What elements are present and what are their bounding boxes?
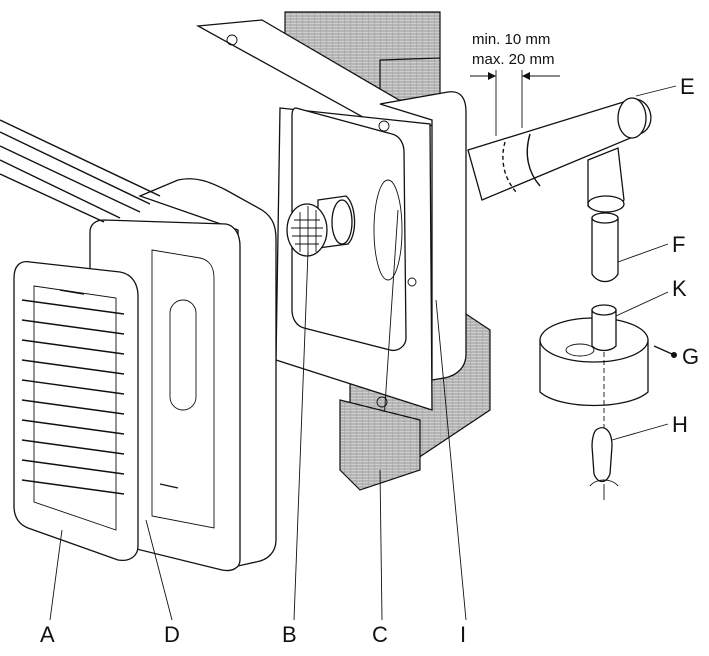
grille-A [13, 260, 139, 562]
label-I: I [460, 622, 466, 647]
label-E: E [680, 74, 695, 99]
screw-G [653, 345, 677, 358]
exhaust-pipe-E [467, 97, 652, 213]
screw-hole-icon [376, 396, 388, 408]
dimension-marker [470, 70, 560, 136]
dimension-max-text: max. 20 mm [472, 51, 555, 68]
leader-lines [49, 85, 677, 621]
screw-hole-icon [226, 34, 238, 46]
label-K: K [672, 276, 687, 301]
element-H [589, 427, 619, 500]
grille-slats [21, 299, 125, 495]
label-D: D [164, 622, 180, 647]
label-H: H [672, 412, 688, 437]
label-G: G [682, 344, 699, 369]
wall-beam-bottom [339, 399, 421, 491]
label-F: F [672, 232, 685, 257]
screw-hole-icon [407, 277, 417, 287]
cup-K [539, 304, 649, 440]
screw-hole-icon [378, 120, 390, 132]
dimension-min-text: min. 10 mm [472, 31, 550, 48]
rear-grille-lines [0, 119, 161, 223]
label-C: C [372, 622, 388, 647]
pipe-piece-F [591, 212, 619, 283]
label-B: B [282, 622, 297, 647]
label-A: A [40, 622, 55, 647]
burner-B [286, 195, 356, 257]
